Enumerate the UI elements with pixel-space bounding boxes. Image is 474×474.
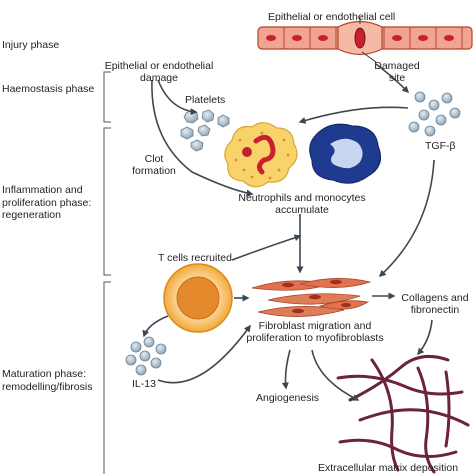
- epithelial-cell-layer: [257, 17, 473, 63]
- monocyte: [309, 123, 381, 184]
- label-clot-formation-line-2: formation: [132, 165, 176, 177]
- label-collagens-line-2: fibronectin: [410, 304, 460, 316]
- arrow-tgf-to-fibroblasts: [378, 159, 435, 278]
- inflammation-bracket: [103, 127, 111, 276]
- flow-arrows: [142, 63, 435, 401]
- phase-label-maturation: Maturation phase: remodelling/fibrosis: [2, 368, 92, 393]
- fibroblasts: [251, 278, 372, 317]
- phase-label-maturation-line-2: remodelling/fibrosis: [2, 380, 93, 393]
- label-damaged-site-line-1: Damaged: [374, 60, 420, 72]
- phase-label-injury: Injury phase: [2, 39, 60, 51]
- t-cell: [163, 263, 233, 333]
- arrow-tcell-to-il13: [142, 315, 169, 338]
- phase-label-haemostasis: Haemostasis phase: [2, 83, 95, 95]
- tgf-beta-particles: [408, 91, 461, 137]
- label-neutrophils-monocytes: Neutrophils and monocytes accumulate: [228, 192, 376, 216]
- arrow-fibroblasts-to-ecm: [311, 349, 360, 401]
- arrow-damage-to-platelets: [157, 79, 198, 116]
- arrow-tcells-to-accumulation: [231, 234, 302, 261]
- label-clot-formation-line-1: Clot: [144, 153, 164, 165]
- label-damage-line-1: Epithelial or endothelial: [104, 60, 214, 72]
- collagen-fibres: [336, 354, 470, 474]
- label-collagens-fibronectin: Collagens and fibronectin: [398, 292, 472, 316]
- label-cell-layer: Epithelial or endothelial cell: [268, 11, 396, 23]
- label-collagens-line-1: Collagens and: [401, 292, 469, 304]
- label-fibroblast-migration: Fibroblast migration and proliferation t…: [236, 320, 394, 344]
- label-fibroblast-line-1: Fibroblast migration and: [258, 320, 372, 332]
- phase-label-inflammation-line-1: Inflammation and: [2, 184, 83, 196]
- label-damage-line-2: damage: [140, 72, 178, 84]
- label-clot-formation: Clot formation: [128, 153, 180, 177]
- label-t-cells-recruited: T cells recruited: [158, 252, 232, 264]
- neutrophil: [224, 122, 298, 188]
- label-damaged-site-line-2: site: [388, 72, 406, 84]
- damaged-site-pointer: [361, 51, 377, 63]
- label-ecm-deposition: Extracellular matrix deposition: [318, 462, 459, 474]
- arrow-site-to-tgf: [375, 63, 410, 94]
- phase-brackets: [103, 71, 111, 474]
- phase-label-inflammation-line-2: proliferation phase:: [2, 196, 92, 209]
- maturation-bracket: [103, 281, 111, 474]
- label-damaged-site: Damaged site: [372, 60, 422, 84]
- haemostasis-bracket: [103, 71, 111, 123]
- platelets: [180, 109, 230, 152]
- arrow-to-angiogenesis: [281, 349, 291, 390]
- label-neutrophils-line-1: Neutrophils and monocytes: [238, 192, 366, 204]
- arrow-tgf-to-cells: [298, 106, 409, 124]
- label-neutrophils-line-2: accumulate: [275, 204, 329, 216]
- damaged-cell-nucleus: [354, 27, 366, 49]
- arrow-collagens-to-ecm: [417, 319, 433, 356]
- phase-label-inflammation: Inflammation and proliferation phase: re…: [2, 184, 91, 222]
- label-il-13: IL-13: [132, 378, 156, 390]
- label-tgf-beta: TGF-β: [425, 140, 456, 152]
- label-angiogenesis: Angiogenesis: [256, 392, 320, 404]
- phase-label-inflammation-line-3: regeneration: [2, 209, 61, 221]
- arrow-il13-to-fibroblasts: [157, 324, 251, 384]
- label-damage: Epithelial or endothelial damage: [98, 60, 220, 84]
- phase-label-maturation-line-1: Maturation phase:: [2, 368, 87, 380]
- label-fibroblast-line-2: proliferation to myofibroblasts: [246, 332, 384, 344]
- label-platelets: Platelets: [185, 94, 226, 106]
- arrow-damage-to-accumulation: [151, 79, 254, 197]
- il-13-particles: [125, 336, 167, 376]
